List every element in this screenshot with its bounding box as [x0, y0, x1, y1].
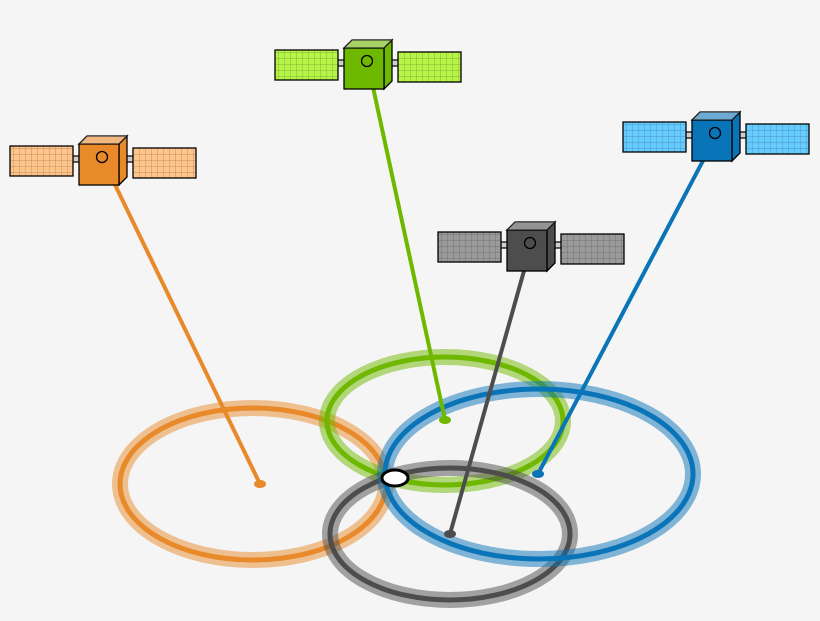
- green-ring: [324, 354, 566, 488]
- blue-signal-line: [536, 135, 718, 475]
- green-ground-point: [439, 416, 451, 424]
- green-satellite-icon: [274, 38, 462, 91]
- satellites: [9, 38, 810, 273]
- blue-satellite-icon: [622, 110, 810, 163]
- position-fix-marker: [380, 468, 410, 488]
- gray-satellite-icon: [437, 220, 625, 273]
- signal-lines: [101, 63, 718, 538]
- signal-rings: [112, 349, 701, 608]
- blue-ground-point: [532, 470, 544, 478]
- orange-signal-line: [101, 159, 262, 485]
- gray-ground-point: [444, 530, 456, 538]
- orange-satellite-icon: [9, 134, 197, 187]
- gray-signal-line: [448, 245, 533, 535]
- orange-ring: [117, 405, 389, 563]
- orange-ground-point: [254, 480, 266, 488]
- gray-ring: [327, 465, 573, 603]
- fix-layer: [380, 468, 410, 488]
- green-signal-line: [366, 63, 447, 421]
